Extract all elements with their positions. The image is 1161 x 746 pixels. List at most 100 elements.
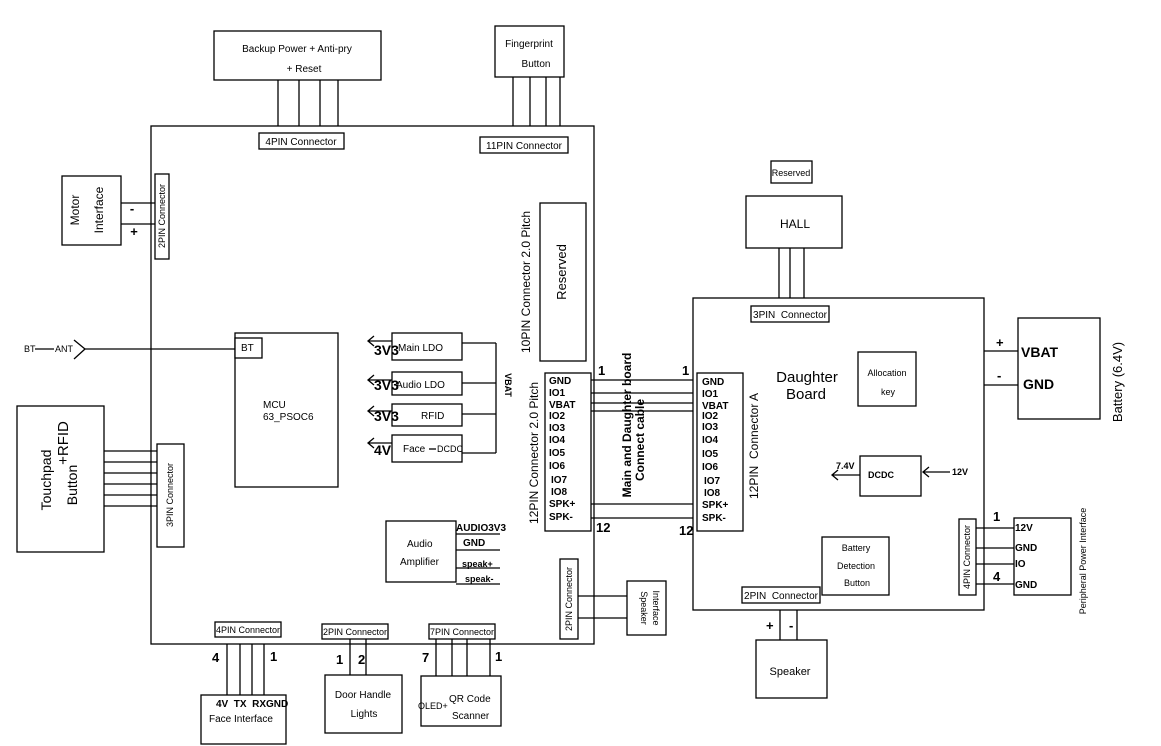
connector-4pin-daughter-label: 4PIN Connector bbox=[962, 525, 972, 589]
cable-label: Main and Daughter board bbox=[620, 353, 634, 498]
dcdc-label: DCDC bbox=[437, 444, 463, 454]
daughter-pin-6: IO4 bbox=[702, 435, 719, 446]
main-12pin-last: 12 bbox=[596, 520, 610, 535]
connector-7pin-bottom: 7PIN Connector bbox=[428, 623, 496, 640]
allocation-key-box: Allocation key bbox=[857, 351, 917, 407]
face-label: Face bbox=[403, 444, 426, 455]
allocation-key-label: Allocation bbox=[867, 368, 906, 378]
fingerprint-label-2: Button bbox=[522, 59, 551, 70]
reserved-10pin-text: Reserved bbox=[554, 244, 569, 300]
connector-11pin-top: 11PIN Connector bbox=[479, 136, 569, 154]
battery-detection-box: Battery Detection Button bbox=[821, 536, 890, 596]
connector-2pin-left: 2PIN Connector bbox=[154, 173, 170, 260]
motor-label: Motor bbox=[68, 195, 82, 226]
face-dcdc-box bbox=[391, 434, 463, 463]
door-handle-label-2: Lights bbox=[351, 709, 378, 720]
connector-2pin-bottom-label: 2PIN Connector bbox=[323, 627, 387, 637]
daughter-pin-3: VBAT bbox=[702, 401, 728, 412]
daughter-pin-8: IO6 bbox=[702, 462, 719, 473]
reserved-small-label: Reserved bbox=[772, 168, 811, 178]
periph-pin-1: 12V bbox=[1015, 523, 1033, 534]
hall-label: HALL bbox=[780, 217, 810, 231]
speaker-interface-box: Speaker Interface bbox=[626, 580, 667, 636]
touchpad-box: Touchpad +RFID Button bbox=[16, 405, 105, 553]
connector-12pin-main: 12PIN Connector 2.0 Pitch GND IO1 VBAT I… bbox=[527, 372, 592, 532]
main-board bbox=[150, 125, 595, 645]
connector-12pin-daughter: 12PIN Connector A GND IO1 VBAT IO2 IO3 I… bbox=[696, 372, 761, 532]
main-pin-3: VBAT bbox=[549, 400, 575, 411]
battery-detection-label-3: Button bbox=[844, 578, 870, 588]
connector-2pin-bottom: 2PIN Connector bbox=[321, 623, 389, 640]
ldo-section: Main LDO Audio LDO RFID Face DCDC 3V3 3V… bbox=[366, 332, 513, 463]
battery-detection-label: Battery bbox=[842, 543, 871, 553]
daughter-pin-10: IO8 bbox=[704, 488, 721, 499]
audio-amp-label: Audio bbox=[407, 539, 433, 550]
daughter-speaker-box: Speaker bbox=[755, 639, 828, 699]
battery-detection-label-2: Detection bbox=[837, 561, 875, 571]
mcu-label: MCU bbox=[263, 400, 286, 411]
reserved-10pin-label: 10PIN Connector 2.0 Pitch bbox=[519, 211, 533, 353]
connector-7pin-bottom-label: 7PIN Connector bbox=[430, 627, 494, 637]
antenna-icon bbox=[73, 339, 86, 360]
battery-gnd-label: GND bbox=[1023, 376, 1054, 392]
daughter-12pin-last: 12 bbox=[679, 523, 693, 538]
main-pin-2: IO1 bbox=[549, 388, 566, 399]
daughter-pin-12: SPK- bbox=[702, 513, 726, 524]
hall-box: HALL bbox=[745, 195, 843, 249]
backup-wires bbox=[277, 80, 339, 126]
daughter-pin-7: IO5 bbox=[702, 449, 719, 460]
main-pin-8: IO6 bbox=[549, 461, 566, 472]
face-pin-left: 4 bbox=[212, 650, 220, 665]
board-cable bbox=[591, 379, 697, 519]
touchpad-rfid-label: +RFID bbox=[55, 421, 72, 465]
face-pin-right: 1 bbox=[270, 649, 277, 664]
connector-12pin-main-label: 12PIN Connector 2.0 Pitch bbox=[527, 382, 541, 524]
main-pin-9: IO7 bbox=[551, 475, 568, 486]
qr-scanner-box: OLED+ QR Code Scanner bbox=[418, 675, 502, 727]
bt-antenna-label: BT bbox=[24, 344, 36, 354]
backup-power-box: Backup Power + Anti-pry + Reset bbox=[213, 30, 382, 81]
audio-amp-pin-1: AUDIO3V3 bbox=[456, 523, 506, 534]
connector-2pin-right-label: 2PIN Connector bbox=[564, 567, 574, 631]
mcu-bt-label: BT bbox=[241, 343, 254, 354]
daughter-pin-1: GND bbox=[702, 377, 724, 388]
connector-2pin-right: 2PIN Connector bbox=[559, 558, 579, 640]
mcu-model: 63_PSOC6 bbox=[263, 412, 314, 423]
door-pin-right: 2 bbox=[358, 652, 365, 667]
audio-amplifier: Audio Amplifier AUDIO3V3 GND speak+ spea… bbox=[385, 520, 506, 585]
connector-3pin-left: 3PIN Connector bbox=[156, 443, 185, 548]
touchpad-wires bbox=[104, 450, 157, 507]
main-ldo-label: Main LDO bbox=[398, 343, 443, 354]
daughter-pin-4: IO2 bbox=[702, 411, 719, 422]
door-pin-left: 1 bbox=[336, 652, 343, 667]
rfid-label: RFID bbox=[421, 411, 444, 422]
main-pin-7: IO5 bbox=[549, 448, 566, 459]
rail-4v-face: 4V bbox=[374, 442, 392, 458]
dcdc-vout: 7.4V bbox=[836, 461, 855, 471]
face-pins-label: 4V TX RXGND bbox=[216, 699, 288, 710]
peripheral-power-box: 12V GND IO GND bbox=[976, 517, 1072, 596]
battery-plus: + bbox=[996, 335, 1004, 350]
fingerprint-box: Fingerprint Button bbox=[494, 25, 565, 78]
connector-2pin-left-label: 2PIN Connector bbox=[157, 184, 167, 248]
audio-amp-pin-3: speak+ bbox=[462, 559, 493, 569]
peripheral-power-label: Peripheral Power Interface bbox=[1078, 508, 1088, 615]
reserved-10pin: 10PIN Connector 2.0 Pitch Reserved bbox=[519, 202, 587, 362]
main-pin-12: SPK- bbox=[549, 512, 573, 523]
rfid-box bbox=[391, 403, 463, 427]
periph-pin-2: GND bbox=[1015, 543, 1037, 554]
face-interface-box: 4V TX RXGND Face Interface bbox=[200, 694, 288, 745]
battery-label: Battery (6.4V) bbox=[1110, 342, 1125, 422]
connector-4pin-top-label: 4PIN Connector bbox=[265, 137, 337, 148]
daughter-speaker-label: Speaker bbox=[770, 666, 811, 678]
daughter-pin-5: IO3 bbox=[702, 422, 719, 433]
vbat-bus-label: VBAT bbox=[503, 373, 513, 397]
audio-ldo-label: Audio LDO bbox=[396, 380, 445, 391]
connector-3pin-daughter-label: 3PIN Connector bbox=[753, 310, 828, 321]
rail-3v3-main: 3V3 bbox=[374, 342, 399, 358]
touchpad-button-label: Button bbox=[64, 465, 80, 505]
connector-4pin-bottom: 4PIN Connector bbox=[214, 621, 282, 638]
reserved-small-box: Reserved bbox=[770, 160, 813, 184]
main-pin-6: IO4 bbox=[549, 435, 566, 446]
main-pin-4: IO2 bbox=[549, 411, 566, 422]
